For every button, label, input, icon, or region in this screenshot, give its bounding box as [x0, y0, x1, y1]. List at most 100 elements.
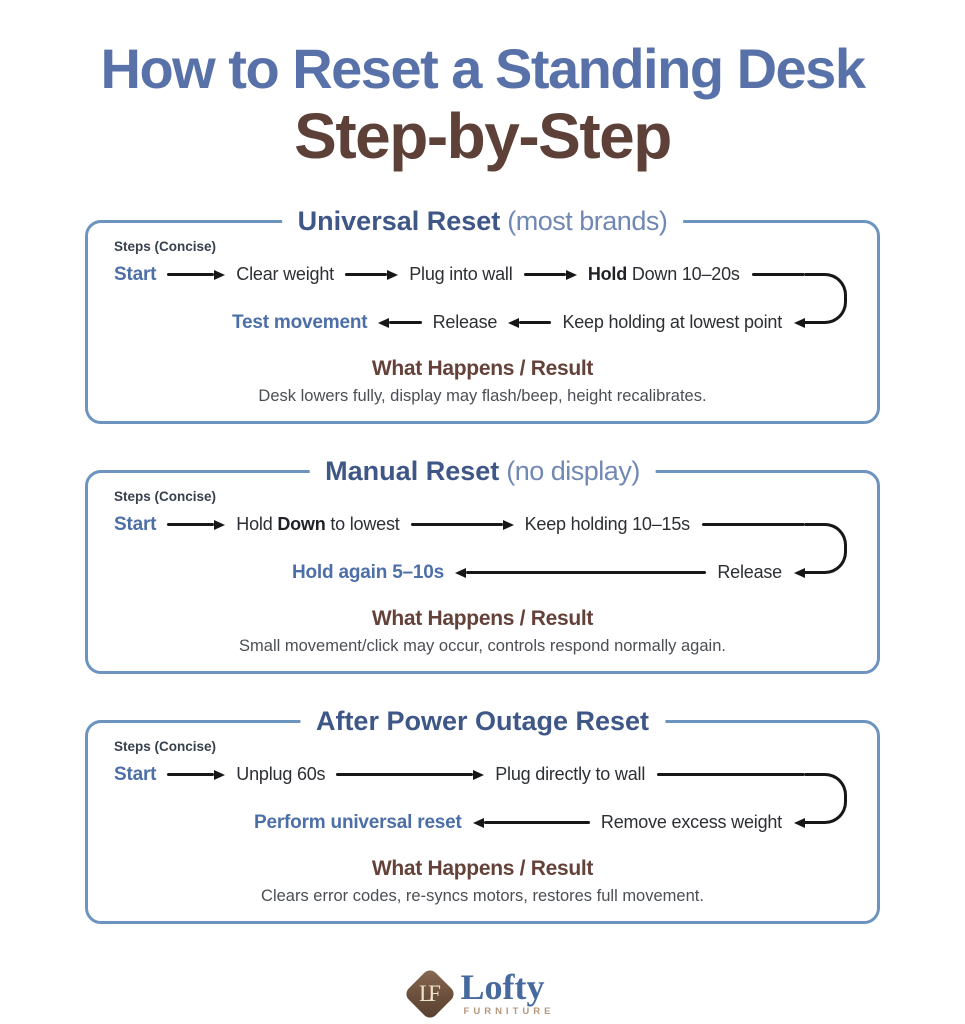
- flow-step-text: Start: [114, 763, 157, 785]
- arrow-right-icon: [167, 519, 226, 530]
- flow-row-2: Test movement Release Keep holding at lowe…: [232, 305, 805, 341]
- arrow-line: [466, 571, 707, 575]
- arrow-right-icon: [523, 269, 577, 280]
- result-heading: What Happens / Result: [371, 606, 594, 630]
- connector-line: [701, 523, 805, 527]
- arrow-line: [167, 523, 215, 527]
- arrowhead-icon: [214, 269, 226, 280]
- result-text: Desk lowers fully, display may flash/bee…: [258, 386, 707, 405]
- result-heading: What Happens / Result: [371, 356, 594, 380]
- arrow-line: [167, 273, 215, 277]
- arrowhead-icon: [214, 769, 226, 780]
- section-title-main: After Power Outage Reset: [315, 705, 650, 736]
- page-subtitle: Step-by-Step: [294, 99, 672, 172]
- flow-step-label: Remove excess weight: [601, 812, 782, 833]
- arrowhead-left-icon: [794, 317, 805, 328]
- flow-step-text: Remove excess weight: [600, 812, 782, 833]
- arrowhead-icon: [214, 519, 226, 530]
- flow-step-text: Plug into wall: [409, 264, 513, 285]
- arrowhead-icon: [502, 519, 514, 530]
- result-text: Small movement/click may occur, controls…: [239, 636, 726, 655]
- arrowhead-icon: [472, 817, 484, 828]
- arrow-left-icon: [378, 317, 422, 328]
- steps-label: Steps (Concise): [114, 238, 217, 254]
- steps-label: Steps (Concise): [114, 738, 217, 754]
- section-title-main: Universal Reset: [297, 205, 501, 236]
- flow-step-label: Hold Down to lowest: [236, 514, 399, 535]
- wrap-around-connector: [805, 523, 847, 575]
- wrap-around-connector: [805, 773, 847, 825]
- flow-step-label: Keep holding at lowest point: [562, 312, 782, 333]
- section-title: After Power Outage Reset: [299, 703, 666, 738]
- result-text: Clears error codes, re-syncs motors, res…: [261, 886, 704, 905]
- flow-step-label: Clear weight: [236, 264, 334, 285]
- section-panel-2: Manual Reset (no display)Steps (Concise)…: [85, 453, 880, 674]
- arrowhead-left-icon: [794, 817, 805, 828]
- flow-step-text: Hold: [587, 264, 628, 285]
- flow-step-text: Unplug 60s: [236, 764, 326, 785]
- flow-step-text: Hold again 5–10s: [292, 561, 445, 583]
- flow-step-text: Start: [114, 513, 157, 535]
- arrow-line: [336, 773, 474, 777]
- flow-diagram: Start Clear weight Plug into wall Hold Down…: [114, 257, 851, 341]
- flow-row-1: Start Unplug 60s Plug directly to wall: [114, 757, 805, 793]
- arrow-line: [483, 821, 590, 825]
- flow-step-label: Perform universal reset: [254, 812, 462, 834]
- page-title: How to Reset a Standing Desk: [100, 37, 866, 100]
- flow-step-label: Start: [114, 514, 156, 536]
- connector-line: [751, 273, 805, 277]
- flow-step-label: Start: [114, 264, 156, 286]
- arrow-left-icon: [472, 817, 590, 828]
- arrowhead-icon: [508, 317, 520, 328]
- flow-row-2: Perform universal reset Remove excess wei…: [254, 805, 805, 841]
- arrow-line: [410, 523, 503, 527]
- section-panel-1: Universal Reset (most brands) Steps (Conc…: [85, 203, 880, 424]
- arrow-left-icon: [455, 567, 707, 578]
- flow-step-text: Down 10–20s: [627, 264, 740, 285]
- flow-step-label: Unplug 60s: [236, 764, 325, 785]
- wrap-around-connector: [805, 273, 847, 325]
- section-title-note: (no display): [499, 455, 640, 486]
- flow-step-text: Hold: [236, 514, 278, 535]
- arrowhead-icon: [473, 769, 485, 780]
- arrow-right-icon: [344, 269, 399, 280]
- section-title-main: Manual Reset: [325, 455, 500, 486]
- arrowhead-icon: [455, 567, 467, 578]
- flow-row-1: Start Clear weight Plug into wall Hold Down…: [114, 257, 805, 293]
- arrow-line: [519, 321, 552, 325]
- flow-step-label: Plug into wall: [409, 264, 512, 285]
- flow-step-label: Release: [433, 312, 498, 333]
- connector-line: [657, 773, 805, 777]
- section-title: Manual Reset (no display): [309, 453, 656, 488]
- flow-step-text: Plug directly to wall: [495, 764, 646, 785]
- flow-step-text: to lowest: [325, 514, 400, 535]
- arrow-right-icon: [410, 519, 514, 530]
- sections-container: Universal Reset (most brands) Steps (Conc…: [0, 203, 965, 924]
- arrow-right-icon: [167, 769, 226, 780]
- flow-step-label: Plug directly to wall: [495, 764, 645, 785]
- flow-step-label: Release: [717, 562, 782, 583]
- arrow-line: [344, 273, 388, 277]
- flow-row-2: Hold again 5–10s Release: [292, 555, 805, 591]
- arrow-line: [389, 321, 422, 325]
- flow-step-text: Clear weight: [236, 264, 334, 285]
- brand-name: Lofty: [460, 966, 545, 1007]
- flow-step-text: Release: [717, 562, 782, 583]
- flow-step-label: Keep holding 10–15s: [525, 514, 691, 535]
- brand-block: Lofty FURNITURE: [460, 966, 555, 1017]
- footer: LF Lofty FURNITURE: [0, 966, 965, 1021]
- flow-step-label: Hold Down 10–20s: [588, 264, 740, 285]
- arrow-right-icon: [167, 269, 226, 280]
- result-heading: What Happens / Result: [371, 856, 594, 880]
- flow-step-label: Test movement: [232, 312, 368, 334]
- arrowhead-left-icon: [794, 567, 805, 578]
- lofty-logo-icon: LF: [402, 966, 457, 1021]
- section-title: Universal Reset (most brands): [281, 203, 684, 238]
- arrow-right-icon: [336, 769, 485, 780]
- flow-step-text: Release: [432, 312, 498, 333]
- flow-step-text: Keep holding at lowest point: [562, 312, 782, 333]
- arrowhead-icon: [565, 269, 577, 280]
